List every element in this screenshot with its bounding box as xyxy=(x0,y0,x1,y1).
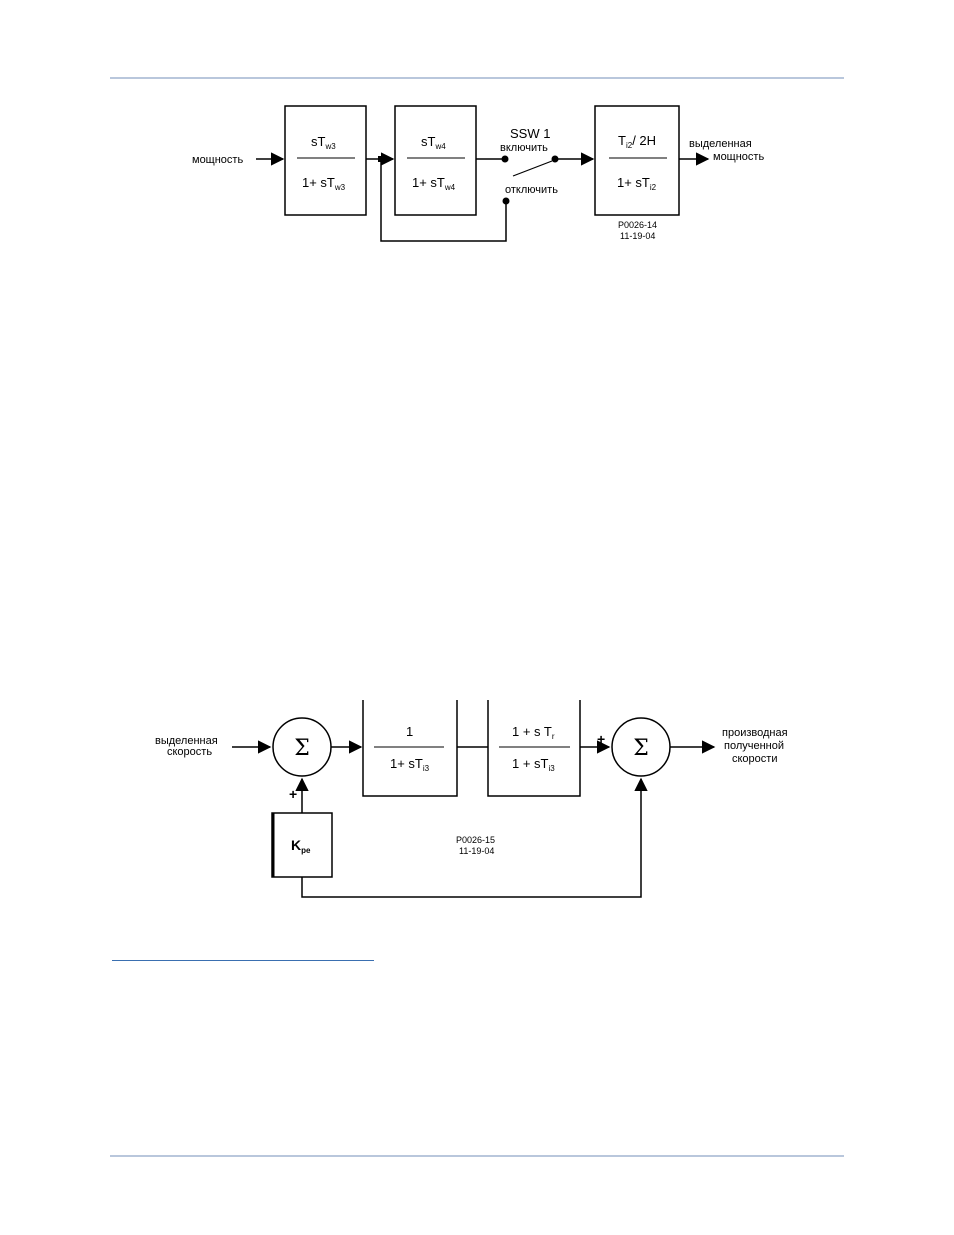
svg-text:1: 1 xyxy=(406,724,413,739)
gain-block-kpe: Kpe xyxy=(271,812,333,878)
svg-text:1+ sTi2: 1+ sTi2 xyxy=(617,175,657,192)
input-label-2: скорость xyxy=(167,746,212,758)
svg-text:Kpe: Kpe xyxy=(291,837,311,855)
switch-off-label: отключить xyxy=(505,184,558,196)
transfer-block-w3: sTw3 1+ sTw3 xyxy=(284,105,367,216)
svg-text:Σ: Σ xyxy=(633,736,649,761)
bypass-path xyxy=(380,159,507,242)
output-label-2: полученной xyxy=(724,740,784,752)
switch-name: SSW 1 xyxy=(510,126,550,141)
ssw1-switch: SSW 1 включить отключить xyxy=(476,126,595,205)
svg-text:sTw4: sTw4 xyxy=(421,134,446,151)
switch-on-label: включить xyxy=(500,142,548,154)
drawing-date: 11-19-04 xyxy=(620,231,655,241)
svg-text:1+ sTi3: 1+ sTi3 xyxy=(390,756,430,773)
transfer-block-w4: sTw4 1+ sTw4 xyxy=(394,105,477,216)
speed-derivative-diagram: выделенная скорость Σ + 1 1+ sTi3 1 + s … xyxy=(155,700,788,898)
output-label-1: выделенная xyxy=(689,138,752,150)
header-rule xyxy=(110,77,844,79)
transfer-block-lag: 1 1+ sTi3 xyxy=(362,700,458,797)
svg-text:Ti2/ 2H: Ti2/ 2H xyxy=(618,133,656,150)
plus-sign-2: + xyxy=(597,731,605,747)
summing-junction-2: Σ xyxy=(611,717,671,777)
output-label-2: мощность xyxy=(713,151,764,163)
plus-sign-1: + xyxy=(289,786,297,802)
svg-text:sTw3: sTw3 xyxy=(311,134,336,151)
output-label-1: производная xyxy=(722,727,788,739)
input-label-1: выделенная xyxy=(155,735,218,747)
output-label-3: скорости xyxy=(732,753,777,765)
drawing-code: P0026-14 xyxy=(618,220,657,230)
input-label: мощность xyxy=(192,154,243,166)
footer-rule xyxy=(110,1155,844,1157)
drawing-code: P0026-15 xyxy=(456,835,495,845)
summing-junction-1: Σ xyxy=(272,717,332,777)
svg-text:1+ sTw4: 1+ sTw4 xyxy=(412,175,456,192)
footnote-rule xyxy=(112,960,374,961)
feedforward-path xyxy=(301,777,648,898)
svg-text:1 + s Tr: 1 + s Tr xyxy=(512,724,555,741)
transfer-block-lead-lag: 1 + s Tr 1 + sTi3 xyxy=(487,700,581,797)
transfer-block-i2: Ti2/ 2H 1+ sTi2 xyxy=(594,105,680,216)
washout-filter-diagram: мощность sTw3 1+ sTw3 sTw4 1+ sTw4 SSW 1… xyxy=(192,105,764,242)
svg-text:Σ: Σ xyxy=(294,736,310,761)
drawing-date: 11-19-04 xyxy=(459,846,494,856)
svg-text:1 + sTi3: 1 + sTi3 xyxy=(512,756,555,773)
svg-text:1+ sTw3: 1+ sTw3 xyxy=(302,175,346,192)
